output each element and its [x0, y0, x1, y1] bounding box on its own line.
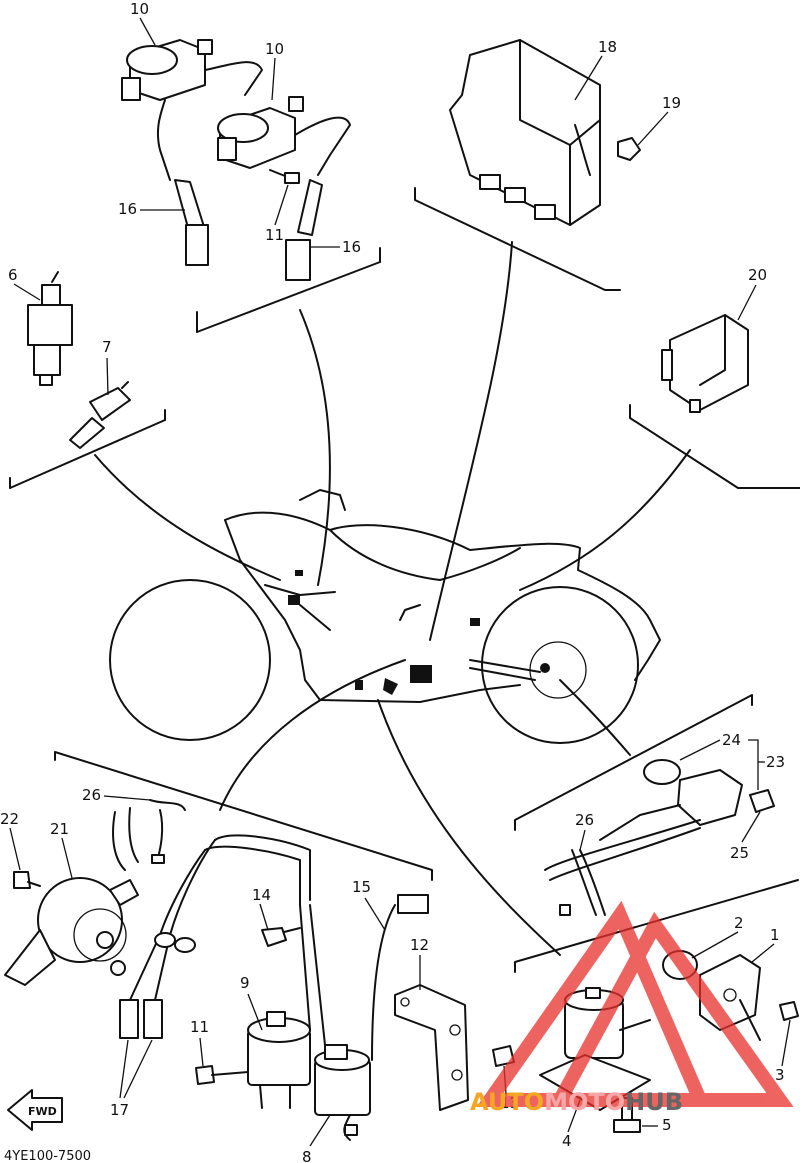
label-17: 17: [110, 1101, 129, 1119]
label-21: 21: [50, 820, 69, 838]
label-20: 20: [748, 266, 767, 284]
label-3: 3: [775, 1066, 785, 1084]
watermark-part-hub: HUB: [625, 1088, 683, 1116]
thermo-sensor: [69, 381, 131, 449]
label-2: 2: [734, 914, 744, 932]
forward-arrow: FWD: [7, 1089, 63, 1131]
label-11b: 11: [190, 1018, 209, 1036]
label-25: 25: [730, 844, 749, 862]
label-16b: 16: [342, 238, 361, 256]
horn: [4, 877, 139, 986]
ignition-coil-lower-left: [247, 904, 311, 1109]
wire-clamp: [261, 927, 301, 947]
watermark-part-moto: MOTO: [544, 1088, 625, 1116]
watermark-part-auto: AUTO: [470, 1088, 544, 1116]
label-5: 5: [662, 1116, 672, 1134]
label-8: 8: [302, 1148, 312, 1163]
horn-wire: [112, 799, 186, 871]
label-16a: 16: [118, 200, 137, 218]
label-14: 14: [252, 886, 271, 904]
label-4: 4: [562, 1132, 572, 1150]
motorcycle-outline: [109, 489, 661, 744]
wire-harness-15: [371, 894, 429, 1061]
horn-bolt: [13, 871, 41, 889]
label-1: 1: [770, 926, 780, 944]
label-10b: 10: [265, 40, 284, 58]
ignition-coil-upper-left: [121, 39, 263, 266]
temperature-switch: [27, 271, 73, 386]
label-19: 19: [662, 94, 681, 112]
label-10a: 10: [130, 0, 149, 18]
label-6: 6: [8, 266, 18, 284]
label-11a: 11: [265, 226, 284, 244]
watermark-text: AUTOMOTOHUB: [470, 1088, 683, 1116]
watermark-logo: [476, 900, 794, 1107]
ecu-unit: [449, 39, 601, 226]
label-9: 9: [240, 974, 250, 992]
fwd-label: FWD: [28, 1105, 57, 1118]
bracket-12: [394, 984, 469, 1111]
label-26a: 26: [82, 786, 101, 804]
label-18: 18: [598, 38, 617, 56]
label-22: 22: [0, 810, 19, 828]
ecu-bolt: [617, 137, 641, 161]
label-15: 15: [352, 878, 371, 896]
svg-text:AUTOMOTOHUB: AUTOMOTOHUB: [470, 1088, 683, 1116]
label-24: 24: [722, 731, 741, 749]
diagram-code: 4YE100-7500: [4, 1149, 91, 1163]
label-23: 23: [766, 753, 785, 771]
label-7: 7: [102, 338, 112, 356]
spark-plug-leads: [119, 834, 311, 1039]
sensor-wire-26: [544, 819, 701, 916]
callout-lines: [9, 187, 800, 973]
coil-bolt-lower: [195, 1065, 249, 1085]
relay-unit: [661, 314, 749, 413]
cover-bolt-3: [779, 1001, 799, 1021]
label-26b: 26: [575, 811, 594, 829]
label-12: 12: [410, 936, 429, 954]
speed-sensor: [599, 759, 775, 841]
ignition-coil-lower-right: [309, 904, 371, 1141]
ignition-coil-upper-right: [217, 96, 351, 281]
